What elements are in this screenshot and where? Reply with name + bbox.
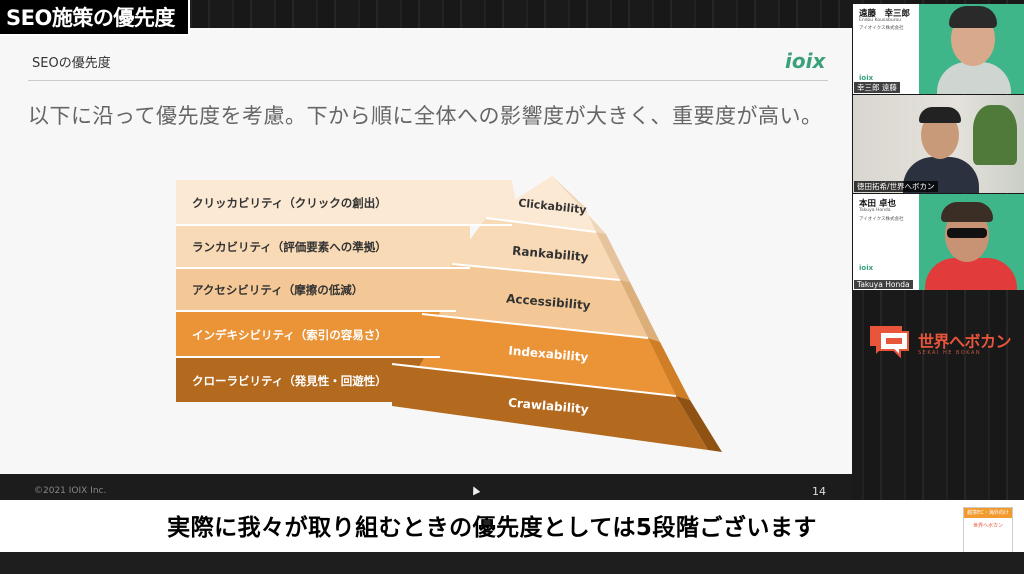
brand-subtitle: SEKAI HE BOKAN: [918, 350, 982, 356]
person-body: [925, 258, 1017, 290]
copyright-text: ©2021 IOIX Inc.: [34, 486, 107, 496]
pyramid-side-crawlability: [676, 396, 722, 452]
person-hair: [919, 107, 961, 123]
pyramid-label-indexability: インデキシビリティ（索引の容易さ）: [192, 327, 387, 342]
promo-top-text: 越境EC・海外向けSEO: [964, 508, 1012, 526]
promo-brand: 世界へボカン: [972, 523, 1003, 529]
pyramid-label-clickability: クリッカビリティ（クリックの創出）: [192, 196, 387, 210]
pyramid-tier-indexability: [176, 312, 440, 356]
pyramid-peak-clickability: [486, 176, 596, 232]
band-separator: [421, 313, 649, 339]
pyramid-tier-clickability: [176, 180, 520, 226]
business-card: 遠藤 幸三郎 Endou Kousaburou アイオイクス株式会社 ioix: [853, 4, 919, 94]
caption-bar: [0, 500, 1024, 552]
band-separator: [391, 363, 677, 397]
slide-footer: [0, 474, 852, 500]
pyramid-band-crawlability: [392, 364, 708, 450]
pyramid-band-indexability: [392, 314, 676, 396]
participant-company: アイオイクス株式会社: [859, 26, 904, 31]
business-card: 本田 卓也 Takuya Honda アイオイクス株式会社 ioix: [853, 194, 919, 290]
speech-bubble-icon: [870, 326, 909, 359]
participant-name-tag: 幸三郎 遠藤: [854, 82, 900, 93]
slide-subtitle: 以下に沿って優先度を考慮。下から順に全体への影響度が大きく、重要度が高い。: [28, 104, 823, 128]
pyramid-side-clickability: [552, 176, 606, 234]
participant-romaji: Endou Kousaburou: [859, 18, 902, 23]
slide-page-number: 14: [812, 485, 826, 498]
pyramid-tier-crawlability: [176, 358, 424, 402]
band-separator: [451, 263, 621, 281]
pyramid-label-accessibility: アクセシビリティ（摩擦の低減）: [192, 283, 364, 297]
pyramid-en-label: Rankability: [512, 244, 590, 265]
ioix-card-logo: ioix: [859, 74, 874, 82]
pyramid-band-rankability: [452, 218, 620, 280]
participant-romaji: Takuya Honda: [859, 208, 891, 213]
person-body: [937, 62, 1011, 94]
video-caption: 実際に我々が取り組むときの優先度としては5段階ございます: [167, 515, 817, 541]
presentation-slide: SEOの優先度 iоix 以下に沿って優先度を考慮。下から順に全体への影響度が大…: [0, 28, 852, 500]
person-hair: [949, 6, 997, 28]
ioix-card-logo: ioix: [859, 264, 874, 272]
ioix-logo: iоix: [785, 49, 826, 73]
plant: [973, 105, 1017, 165]
person-hair: [941, 202, 993, 222]
participant-video-1[interactable]: 遠藤 幸三郎 Endou Kousaburou アイオイクス株式会社 ioix …: [853, 4, 1024, 94]
participant-name-tag: Takuya Honda: [854, 280, 913, 289]
pyramid-tier-accessibility: [176, 268, 456, 310]
band-separator: [485, 217, 597, 233]
pyramid-en-label: Indexability: [508, 344, 589, 365]
brand-name: 世界へボカン: [918, 332, 1012, 351]
pyramid-side-rankability: [596, 232, 630, 282]
pyramid-shapes: Clickability Rankability Accessibility I…: [176, 176, 722, 452]
slide-header: SEOの優先度 iоix: [0, 46, 852, 78]
video-title: SEO施策の優先度: [6, 6, 175, 30]
participant-company: アイオイクス株式会社: [859, 217, 904, 222]
svg-text:iоix: iоix: [785, 49, 826, 73]
pyramid-side-accessibility: [620, 280, 660, 342]
video-title-banner: SEO施策の優先度: [0, 0, 190, 36]
participant-name: 遠藤 幸三郎: [859, 9, 911, 19]
pyramid-label-crawlability: クローラビリティ（発見性・回遊性）: [192, 373, 387, 388]
pyramid-label-rankability: ランカビリティ（評価要素への準拠）: [192, 240, 387, 254]
pyramid-side-indexability: [648, 338, 690, 400]
pyramid-tier-rankability: [176, 225, 470, 268]
participant-name-tag: 徳田拓希/世界へボカン: [854, 181, 938, 192]
header-divider: [28, 80, 828, 81]
sekai-he-bokan-logo: 世界へボカン SEKAI HE BOKAN: [866, 322, 1024, 362]
participant-video-2[interactable]: 徳田拓希/世界へボカン: [853, 95, 1024, 193]
bottom-strip: [0, 552, 1024, 574]
participant-name: 本田 卓也: [859, 199, 896, 209]
sunglasses: [947, 228, 987, 238]
participant-video-3[interactable]: 本田 卓也 Takuya Honda アイオイクス株式会社 ioix Takuy…: [853, 194, 1024, 290]
slide-title: SEOの優先度: [32, 56, 111, 71]
